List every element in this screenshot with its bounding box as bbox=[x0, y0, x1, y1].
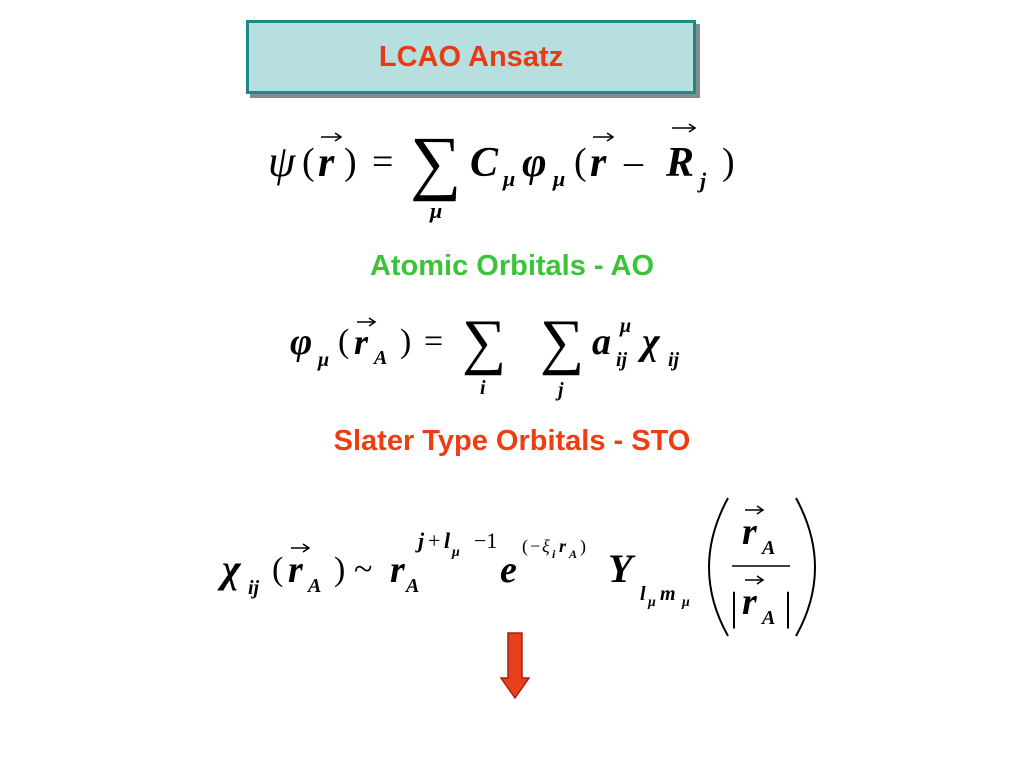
phi-symbol: φ bbox=[290, 321, 312, 363]
minus-sign: – bbox=[623, 141, 644, 183]
R-vector: R bbox=[665, 140, 694, 186]
chi-symbol: χ bbox=[217, 546, 242, 591]
e-symbol: e bbox=[500, 549, 517, 591]
Y-sub-l: l bbox=[640, 583, 646, 605]
xi-symbol: ξ bbox=[542, 536, 550, 556]
paren: ) bbox=[334, 551, 345, 588]
exponent-l-sub: μ bbox=[451, 545, 460, 560]
subscript: μ bbox=[317, 349, 329, 371]
vector-arrow-head bbox=[756, 575, 765, 585]
title-box: LCAO Ansatz bbox=[246, 20, 696, 94]
sum-index: i bbox=[480, 377, 486, 399]
summation-symbol: ∑ bbox=[540, 308, 584, 376]
phi-symbol: φ bbox=[522, 140, 547, 186]
exp-r-sub: A bbox=[568, 547, 577, 561]
subscript: ij bbox=[248, 577, 260, 599]
vector-arrow-head bbox=[302, 543, 311, 553]
vector-arrow-head bbox=[334, 132, 343, 142]
subscript: j bbox=[697, 168, 707, 193]
tilde-sign: ~ bbox=[354, 551, 372, 588]
exponent-l: l bbox=[444, 528, 451, 553]
subscript: A bbox=[760, 537, 775, 559]
paren: ( bbox=[272, 551, 283, 588]
slide-title: LCAO Ansatz bbox=[378, 40, 564, 73]
paren: ( bbox=[574, 141, 587, 183]
exp-paren: ) bbox=[580, 536, 586, 557]
sto-equation: χ ij ( r A ) ~ r A j + l μ −1 e ( − ξ i … bbox=[217, 497, 816, 637]
r-base: r bbox=[390, 549, 406, 591]
chi-symbol: χ bbox=[637, 321, 661, 363]
abs-bar: | bbox=[730, 584, 738, 629]
vector-arrow-head bbox=[756, 505, 765, 515]
big-open-paren bbox=[708, 497, 729, 637]
exp-r: r bbox=[559, 536, 567, 556]
Y-symbol: Y bbox=[608, 546, 636, 591]
paren: ( bbox=[302, 141, 315, 183]
coefficient-C: C bbox=[470, 140, 499, 186]
r-vector: r bbox=[590, 140, 607, 186]
equals-sign: = bbox=[424, 323, 443, 360]
Y-sub-m-sub: μ bbox=[681, 595, 690, 610]
down-arrow-icon bbox=[500, 632, 530, 700]
r-vector: r bbox=[318, 140, 335, 186]
sum-index: j bbox=[555, 379, 564, 401]
exp-paren: ( bbox=[522, 536, 528, 557]
big-close-paren bbox=[795, 497, 816, 637]
ao-heading: Atomic Orbitals - AO bbox=[369, 250, 655, 282]
psi-symbol: ψ bbox=[268, 137, 296, 186]
exponent-minus-one: −1 bbox=[474, 528, 497, 553]
abs-bar: | bbox=[784, 584, 792, 629]
paren: ) bbox=[344, 141, 357, 183]
paren: ) bbox=[722, 141, 735, 183]
subscript: A bbox=[372, 347, 387, 369]
subscript: μ bbox=[502, 166, 515, 191]
exponent-j: j bbox=[415, 528, 425, 553]
subscript: μ bbox=[552, 166, 565, 191]
equals-sign: = bbox=[372, 141, 393, 183]
fraction-numerator-r: r bbox=[742, 511, 758, 553]
summation-symbol: ∑ bbox=[462, 308, 506, 376]
r-vector: r bbox=[288, 549, 304, 591]
paren: ) bbox=[400, 323, 411, 360]
coefficient-a: a bbox=[592, 321, 611, 363]
subscript: A bbox=[306, 575, 321, 597]
xi-sub: i bbox=[552, 547, 556, 561]
vector-arrow-head bbox=[606, 132, 615, 142]
sto-heading: Slater Type Orbitals - STO bbox=[333, 425, 691, 457]
lcao-equation: ψ ( r ) = ∑ μ C μ φ μ ( r – R j ) bbox=[268, 122, 735, 223]
subscript: A bbox=[760, 607, 775, 629]
exp-minus: − bbox=[530, 536, 540, 556]
paren: ( bbox=[338, 323, 349, 360]
Y-sub-l-sub: μ bbox=[647, 595, 656, 610]
ao-equation: φ μ ( r A ) = ∑ i ∑ j a μ ij χ ij bbox=[290, 308, 680, 401]
Y-sub-m: m bbox=[660, 583, 676, 605]
subscript: ij bbox=[616, 349, 628, 371]
r-vector: r bbox=[354, 322, 369, 362]
vector-arrow-head bbox=[688, 123, 697, 133]
superscript: μ bbox=[619, 315, 631, 337]
fraction-denominator-r: r bbox=[742, 581, 758, 623]
summation-symbol: ∑ bbox=[410, 122, 461, 202]
sum-index: μ bbox=[429, 198, 442, 223]
vector-arrow-head bbox=[368, 317, 377, 327]
exponent-plus: + bbox=[428, 528, 440, 553]
subscript: ij bbox=[668, 349, 680, 371]
subscript: A bbox=[404, 575, 419, 597]
